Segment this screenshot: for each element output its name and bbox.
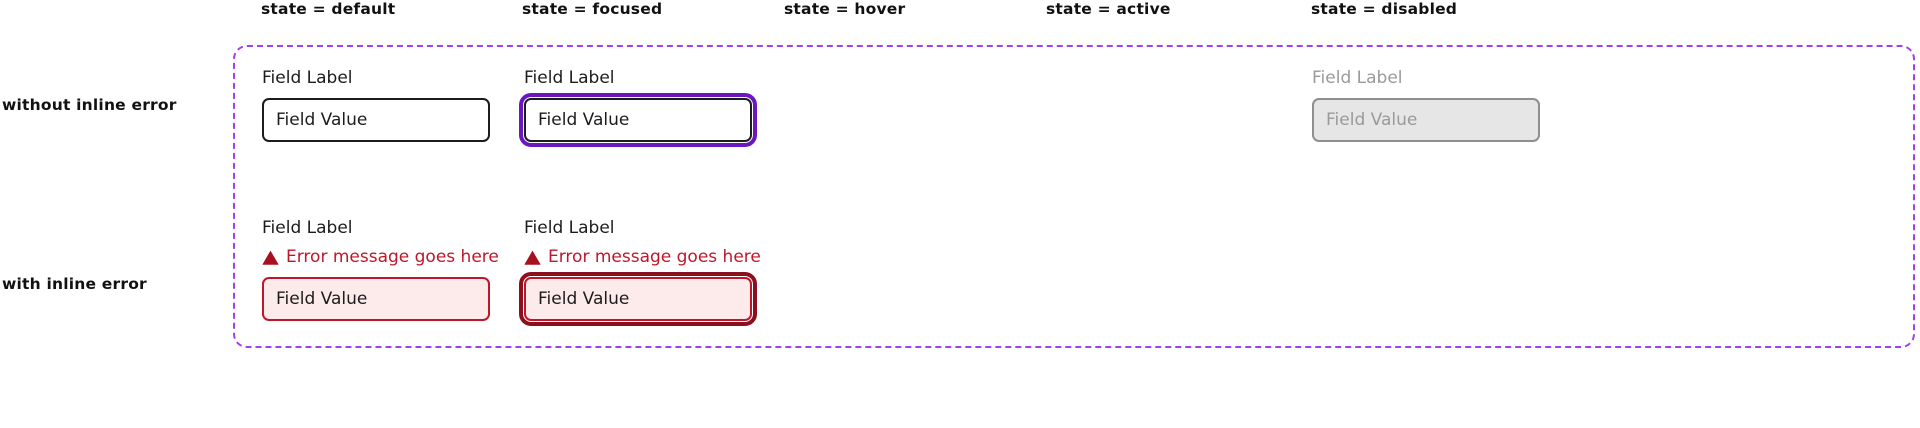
text-input-error-wrapper: Field Value — [262, 277, 490, 321]
cell-focused-no-error: Field Label Field Value — [519, 68, 764, 147]
column-header-hover: state = hover — [784, 0, 906, 18]
text-input-error-focused-wrapper: Field Value — [519, 272, 757, 326]
field-label: Field Label — [262, 68, 353, 88]
text-input-error[interactable]: Field Value — [262, 277, 490, 321]
row-label-with-inline-error: with inline error — [2, 275, 147, 293]
inline-error-text: Error message goes here — [548, 247, 761, 267]
text-input-default-wrapper: Field Value — [262, 98, 490, 142]
text-input-focused[interactable]: Field Value — [524, 98, 752, 142]
cell-disabled-no-error: Field Label Field Value — [1312, 68, 1552, 142]
inline-error-text: Error message goes here — [286, 247, 499, 267]
text-input-default[interactable]: Field Value — [262, 98, 490, 142]
cell-default-with-error: Field Label Error message goes here Fiel… — [262, 218, 502, 321]
field-label: Field Label — [1312, 68, 1403, 88]
cell-focused-with-error: Field Label Error message goes here Fiel… — [519, 218, 764, 326]
field-label: Field Label — [524, 218, 615, 238]
row-label-without-inline-error: without inline error — [2, 96, 177, 114]
text-input-error-focused[interactable]: Field Value — [524, 277, 752, 321]
warning-triangle-icon — [262, 250, 279, 265]
column-header-disabled: state = disabled — [1311, 0, 1458, 18]
column-header-focused: state = focused — [522, 0, 663, 18]
column-header-default: state = default — [261, 0, 396, 18]
text-input-focused-wrapper: Field Value — [519, 93, 757, 147]
inline-error-message: Error message goes here — [262, 247, 502, 267]
warning-triangle-icon — [524, 250, 541, 265]
cell-default-no-error: Field Label Field Value — [262, 68, 502, 142]
inline-error-message: Error message goes here — [524, 247, 764, 267]
text-input-disabled-wrapper: Field Value — [1312, 98, 1540, 142]
state-matrix-frame — [233, 45, 1915, 348]
field-label: Field Label — [524, 68, 615, 88]
column-header-active: state = active — [1046, 0, 1171, 18]
text-input-disabled: Field Value — [1312, 98, 1540, 142]
field-label: Field Label — [262, 218, 353, 238]
